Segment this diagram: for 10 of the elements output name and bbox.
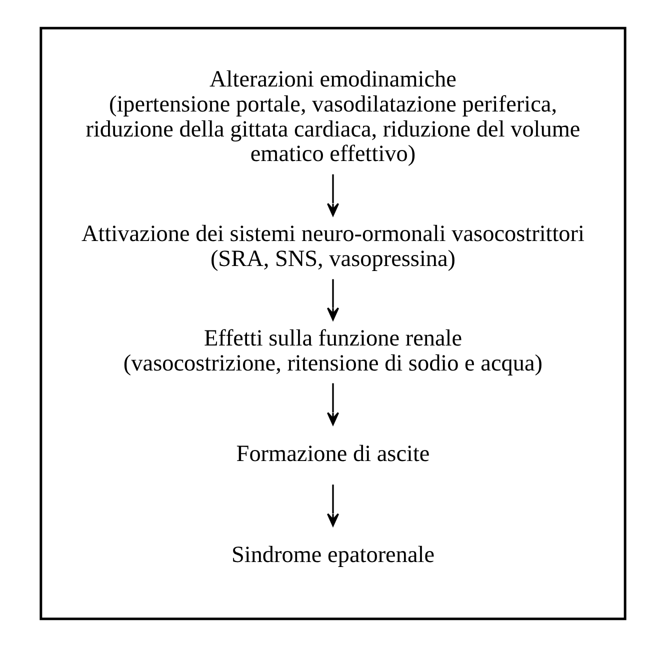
cluster xyxy=(39,26,626,620)
node-text: Formazione di ascite xyxy=(236,440,430,467)
arrow xyxy=(326,174,339,216)
node-text: Alterazioni emodinamiche (ipertensione portale, vasodilatazione periferica, riduzione della gittata cardiaca, riduzione del volume ematico effettivo) xyxy=(85,66,580,168)
arrow xyxy=(326,484,339,526)
arrow xyxy=(326,383,339,426)
node-text: Sindrome epatorenale xyxy=(230,542,434,568)
node-text: Attivazione dei sistemi neuro-ormonali vasocostrittori (SRA, SNS, vasopressina) xyxy=(81,220,584,272)
node-text: Effetti sulla funzione renale (vasocostrizione, ritensione di sodio e acqua) xyxy=(122,325,542,376)
arrow xyxy=(326,279,339,321)
